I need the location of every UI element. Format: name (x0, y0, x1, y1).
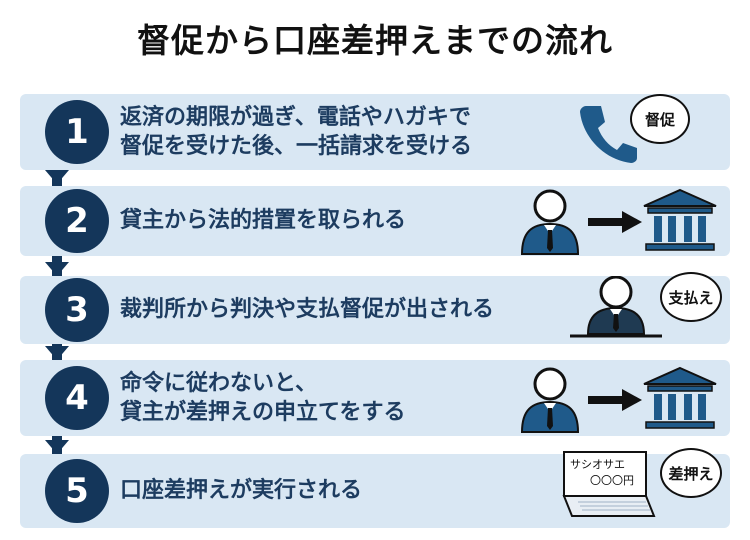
bank-icon (643, 366, 717, 429)
step-text-4: 命令に従わないと、 貸主が差押えの申立てをする (120, 369, 406, 427)
person-icon (520, 367, 580, 433)
flow-arrow-2 (45, 262, 69, 276)
arrow-right-icon (588, 389, 642, 411)
step-4-line-2: 貸主が差押えの申立てをする (120, 400, 406, 425)
step-row-3: 3 裁判所から判決や支払督促が出される 支払え (20, 272, 730, 344)
step-1-line-1: 返済の期限が過ぎ、電話やハガキで (120, 105, 471, 130)
judge-icon (570, 276, 662, 338)
step-row-1: 1 返済の期限が過ぎ、電話やハガキで 督促を受けた後、一括請求を受ける 督促 (20, 94, 730, 170)
arrow-right-icon (588, 211, 642, 233)
step-number-1: 1 (45, 100, 109, 164)
step-4-line-1: 命令に従わないと、 (120, 371, 318, 396)
phone-icon (580, 106, 637, 163)
step-number-4: 4 (45, 366, 109, 430)
flow-arrow-1 (45, 170, 69, 184)
step-1-line-2: 督促を受けた後、一括請求を受ける (120, 134, 473, 159)
step-row-2: 2 貸主から法的措置を取られる (20, 186, 730, 256)
flow-arrow-4 (45, 440, 69, 454)
step-number-2: 2 (45, 189, 109, 253)
person-icon (520, 189, 580, 255)
bank-icon (643, 188, 717, 251)
passbook-name: サシオサエ (570, 458, 625, 471)
step-row-4: 4 命令に従わないと、 貸主が差押えの申立てをする (20, 360, 730, 436)
step-text-5: 口座差押えが実行される (120, 478, 363, 503)
passbook-icon: サシオサエ 〇〇〇円 (560, 448, 656, 520)
step-number-3: 3 (45, 278, 109, 342)
step-text-2: 貸主から法的措置を取られる (120, 208, 407, 233)
speech-bubble-5: 差押え (660, 448, 722, 498)
step-number-5: 5 (45, 459, 109, 523)
step-text-3: 裁判所から判決や支払督促が出される (120, 297, 495, 322)
step-row-5: 5 口座差押えが実行される サシオサエ 〇〇〇円 差押え (20, 448, 730, 528)
step-text-1: 返済の期限が過ぎ、電話やハガキで 督促を受けた後、一括請求を受ける (120, 103, 472, 161)
flow-arrow-3 (45, 346, 69, 360)
passbook-amount: 〇〇〇円 (590, 474, 634, 487)
page-title: 督促から口座差押えまでの流れ (137, 21, 613, 60)
speech-bubble-3: 支払え (660, 272, 722, 322)
speech-bubble-1: 督促 (630, 94, 690, 144)
